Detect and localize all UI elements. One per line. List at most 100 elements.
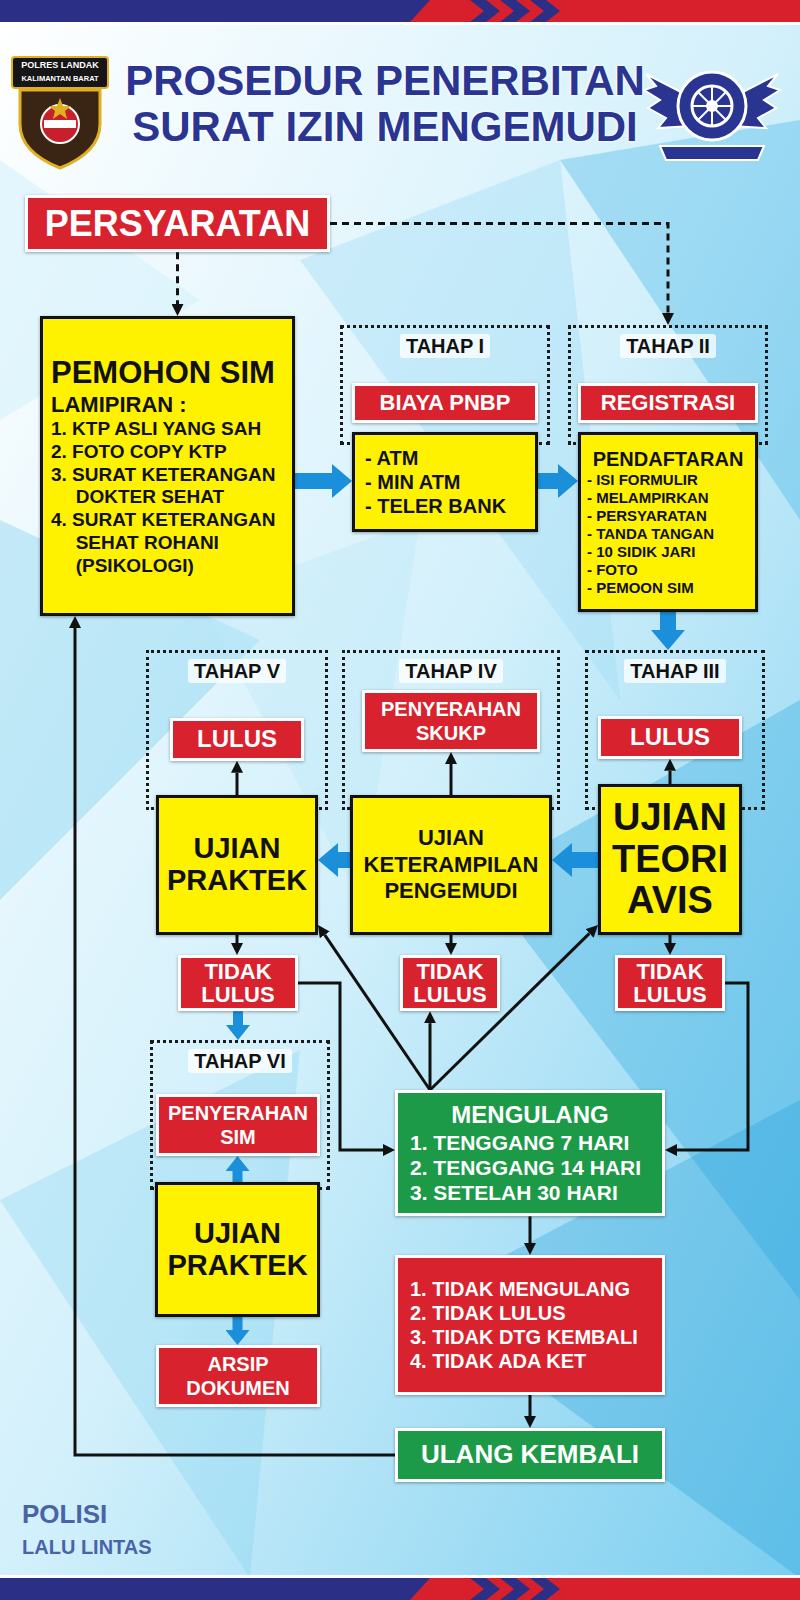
stripe-band (0, 1578, 800, 1600)
stripe-red (410, 1578, 800, 1600)
red-box: LULUS (598, 716, 742, 759)
box-text: - ISI FORMULIR (587, 471, 749, 489)
box-text: - MELAMPIRKAN (587, 489, 749, 507)
box-text: 1. TENGGANG 7 HARI (410, 1130, 650, 1155)
red-box: TIDAK LULUS (400, 955, 500, 1011)
box-text: UJIAN PRAKTEK (163, 833, 311, 897)
box-text: - PEMOON SIM (587, 579, 749, 597)
stripe-chevron (470, 1578, 500, 1600)
box-text: UJIAN TEORI AVIS (605, 797, 735, 922)
box-text: PERSYARATAN (34, 202, 321, 245)
box-text: - ATM (365, 446, 525, 470)
connector-arrow (338, 852, 350, 868)
badge-text: POLRES LANDAK (14, 60, 106, 72)
bottom-stripe (0, 1575, 800, 1600)
connector-arrow (233, 1011, 243, 1025)
box-text: - FOTO (587, 561, 749, 579)
red-box: BIAYA PNBP (352, 383, 538, 423)
stripe-band (0, 0, 800, 22)
box-text: MENGULANG (410, 1101, 650, 1130)
box-text: 1. TIDAK MENGULANG (410, 1277, 650, 1301)
connector-arrow (330, 224, 668, 313)
box-text: PEMOHON SIM (51, 354, 284, 391)
stage-heading: TAHAP III (624, 659, 725, 683)
badge-band (44, 120, 76, 128)
stripe-line (0, 22, 800, 25)
box-text: UJIAN PRAKTEK (162, 1218, 313, 1282)
box-text: 3. SETELAH 30 HARI (410, 1180, 650, 1205)
box-text: UJIAN KETERAMPILAN PENGEMUDI (357, 825, 545, 904)
box-text: 2. FOTO COPY KTP (51, 441, 284, 464)
logo-wheel (692, 86, 732, 126)
box-text: - 10 SIDIK JARI (587, 543, 749, 561)
stage-frame: TAHAP V LULUS (146, 650, 328, 810)
stage-heading: TAHAP V (188, 659, 286, 683)
box-text: TIDAK LULUS (622, 960, 718, 1006)
badge-shield (20, 90, 100, 168)
process-box: UJIAN PRAKTEK (155, 1182, 320, 1317)
connector-arrow (236, 773, 239, 795)
box-text: LULUS (607, 723, 733, 752)
connector-arrow (572, 852, 598, 868)
box-text: 3. SURAT KETERANGAN DOKTER SEHAT (51, 464, 284, 510)
process-box: UJIAN PRAKTEK (156, 795, 318, 935)
box-text: BIAYA PNBP (361, 390, 529, 416)
top-stripe (0, 0, 800, 25)
connector-arrow (75, 628, 395, 1455)
connector-arrow (529, 1395, 532, 1416)
background-shard (560, 120, 800, 520)
process-box: UJIAN TEORI AVIS (598, 784, 742, 935)
box-text: ARSIP DOKUMEN (165, 1352, 311, 1400)
box-text: - TANDA TANGAN (587, 525, 749, 543)
box-text: 2. TIDAK LULUS (410, 1301, 650, 1325)
box-text: 2. TENGGANG 14 HARI (410, 1155, 650, 1180)
box-text: TIDAK LULUS (407, 960, 493, 1006)
connector-arrow (429, 1023, 432, 1090)
connector-arrow (660, 612, 676, 630)
box-text: REGISTRASI (587, 390, 749, 416)
box-text: - PERSYARATAN (587, 507, 749, 525)
connector-arrow (236, 935, 239, 943)
logo-spoke (698, 92, 726, 120)
connector-arrow (450, 764, 453, 795)
stripe-line (0, 1575, 800, 1578)
traffic-police-logo (644, 72, 780, 160)
stage-heading: TAHAP II (620, 334, 716, 358)
title: PROSEDUR PENERBITAN SURAT IZIN MENGEMUDI (112, 58, 658, 150)
box-text: PENDAFTARAN (587, 447, 749, 471)
badge-ribbon (12, 57, 108, 88)
box-text: TIDAK LULUS (185, 960, 291, 1006)
process-box: UJIAN KETERAMPILAN PENGEMUDI (350, 795, 552, 935)
connector-arrow (233, 1317, 243, 1330)
box-text: 3. TIDAK DTG KEMBALI (410, 1325, 650, 1349)
watermark: LALU LINTAS (22, 1534, 242, 1560)
connector-arrow (233, 1171, 243, 1182)
connector-arrow (669, 771, 672, 784)
red-box: PERSYARATAN (25, 195, 330, 252)
red-box: ARSIP DOKUMEN (156, 1345, 320, 1407)
red-box: TIDAK LULUS (615, 955, 725, 1011)
box-text: LULUS (179, 725, 295, 754)
logo-hub (706, 100, 718, 112)
process-box: - ATM- MIN ATM- TELER BANK (352, 432, 538, 532)
red-box: TIDAK LULUS (178, 955, 298, 1011)
red-box: PENYERAHAN SIM (156, 1094, 320, 1156)
red-box: 1. TIDAK MENGULANG2. TIDAK LULUS3. TIDAK… (395, 1255, 665, 1395)
box-text: 4. TIDAK ADA KET (410, 1349, 650, 1373)
green-box: ULANG KEMBALI (395, 1428, 665, 1482)
stripe-chevron (500, 1578, 530, 1600)
stage-frame: TAHAP VIPENYERAHAN SIM (150, 1040, 330, 1190)
connector-arrow (529, 1216, 532, 1243)
box-text: ULANG KEMBALI (410, 1439, 650, 1470)
red-box: PENYERAHAN SKUKP (362, 690, 540, 752)
connector-arrow (176, 252, 179, 304)
process-box: PEMOHON SIMLAMIPIRAN :1. KTP ASLI YANG S… (40, 316, 295, 616)
connector-arrow (295, 473, 332, 489)
box-text: PENYERAHAN SIM (165, 1101, 311, 1149)
box-text: LAMIPIRAN : (51, 392, 284, 418)
badge-text: KALIMANTAN BARAT (14, 74, 106, 84)
red-box: LULUS (170, 718, 304, 761)
stage-heading: TAHAP I (400, 334, 490, 358)
stage-heading: TAHAP IV (399, 659, 503, 683)
